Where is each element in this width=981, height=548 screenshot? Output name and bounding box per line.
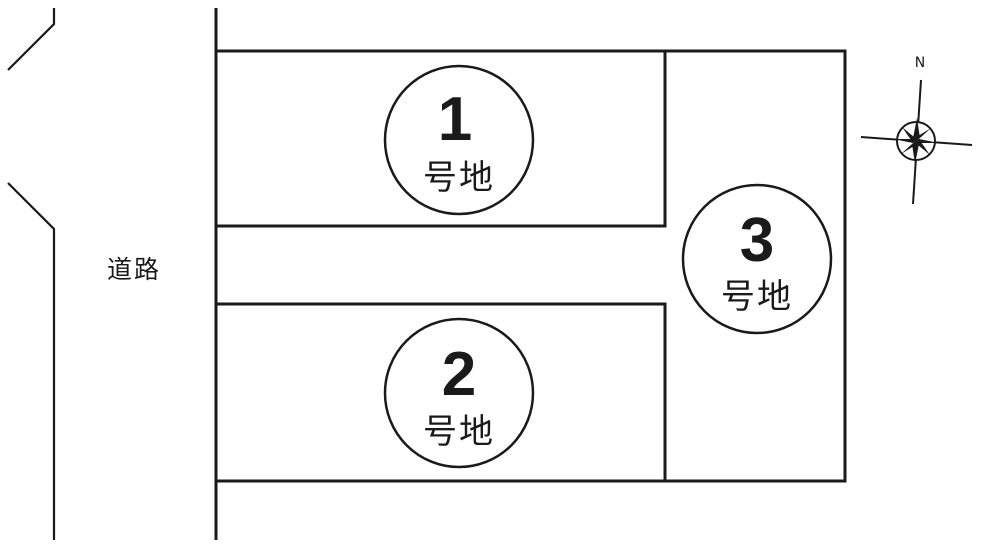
- lot-2-badge: [383, 317, 535, 469]
- lot-3-number: 3: [740, 206, 774, 275]
- lot-2-boundary: [216, 302, 667, 483]
- road-edge-upper: [7, 8, 56, 71]
- north-compass: N: [860, 55, 973, 205]
- lot-3-badge: [681, 183, 833, 335]
- road-label: 道路: [107, 255, 161, 284]
- lot-2-number: 2: [442, 340, 476, 409]
- lot-1-number: 1: [438, 85, 472, 154]
- lot-3: 3 号地: [665, 49, 847, 483]
- lot-3-suffix: 号地: [721, 277, 793, 317]
- north-label: N: [915, 55, 925, 71]
- lot-1: 1 号地: [216, 49, 667, 228]
- road-edge-lower: [7, 182, 56, 540]
- compass-star-icon: [893, 118, 939, 164]
- lot-1-badge: [383, 64, 535, 216]
- lot-1-suffix: 号地: [423, 158, 495, 198]
- road-edge: [7, 8, 56, 540]
- lot-2-suffix: 号地: [423, 412, 495, 452]
- lot-1-boundary: [216, 49, 667, 228]
- lot-2: 2 号地: [216, 302, 667, 483]
- lot-3-boundary: [665, 49, 847, 483]
